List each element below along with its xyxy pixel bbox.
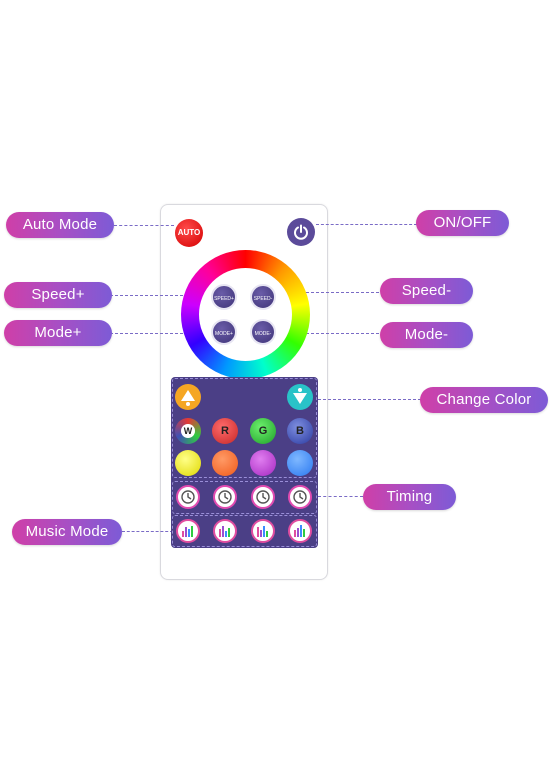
label-on-off: ON/OFF xyxy=(416,210,509,236)
color-button-white-label: W xyxy=(181,424,195,438)
brightness-down-button[interactable] xyxy=(287,384,313,410)
label-speed-plus: Speed+ xyxy=(4,282,112,308)
mode-minus-button[interactable]: MODE- xyxy=(250,319,276,345)
label-auto-mode: Auto Mode xyxy=(6,212,114,238)
auto-button[interactable]: AUTO xyxy=(175,219,203,247)
clock-icon xyxy=(256,490,270,504)
equalizer-icon xyxy=(219,526,230,537)
color-swatch-purple[interactable] xyxy=(250,450,276,476)
music-mode-region xyxy=(172,515,317,547)
clock-icon xyxy=(293,490,307,504)
color-swatch-blue[interactable] xyxy=(287,450,313,476)
label-change-color: Change Color xyxy=(420,387,548,413)
speed-plus-button[interactable]: SPEED+ xyxy=(211,284,237,310)
timing-button-4[interactable] xyxy=(288,485,312,509)
clock-icon xyxy=(181,490,195,504)
clock-icon xyxy=(218,490,232,504)
timing-button-2[interactable] xyxy=(213,485,237,509)
color-button-blue[interactable]: B xyxy=(287,418,313,444)
color-button-white[interactable]: W xyxy=(175,418,201,444)
music-button-3[interactable] xyxy=(251,519,275,543)
music-button-4[interactable] xyxy=(288,519,312,543)
connector-timing xyxy=(318,496,363,497)
connector-speed-minus xyxy=(276,292,379,293)
connector-mode-plus xyxy=(110,333,213,334)
label-music-mode: Music Mode xyxy=(12,519,122,545)
arrow-down-icon xyxy=(293,388,307,404)
equalizer-icon xyxy=(294,525,305,537)
arrow-up-icon xyxy=(181,390,195,406)
connector-on-off xyxy=(316,224,417,225)
timing-region xyxy=(172,481,317,514)
connector-mode-minus xyxy=(276,333,379,334)
label-mode-plus: Mode+ xyxy=(4,320,112,346)
label-mode-minus: Mode- xyxy=(380,322,473,348)
color-button-red[interactable]: R xyxy=(212,418,238,444)
color-swatch-yellow[interactable] xyxy=(175,450,201,476)
power-button[interactable] xyxy=(287,218,315,246)
timing-button-3[interactable] xyxy=(251,485,275,509)
power-icon xyxy=(294,224,308,240)
equalizer-icon xyxy=(257,526,268,537)
color-wheel-center xyxy=(199,268,292,361)
music-button-1[interactable] xyxy=(176,519,200,543)
label-timing: Timing xyxy=(363,484,456,510)
change-color-region xyxy=(172,378,317,478)
timing-button-1[interactable] xyxy=(176,485,200,509)
equalizer-icon xyxy=(182,526,193,537)
color-button-green[interactable]: G xyxy=(250,418,276,444)
connector-auto-mode xyxy=(114,225,174,226)
connector-music-mode xyxy=(122,531,173,532)
color-swatch-orange[interactable] xyxy=(212,450,238,476)
connector-speed-plus xyxy=(110,295,213,296)
mode-plus-button[interactable]: MODE+ xyxy=(211,319,237,345)
speed-minus-button[interactable]: SPEED- xyxy=(250,284,276,310)
brightness-up-button[interactable] xyxy=(175,384,201,410)
connector-change-color xyxy=(318,399,421,400)
music-button-2[interactable] xyxy=(213,519,237,543)
label-speed-minus: Speed- xyxy=(380,278,473,304)
